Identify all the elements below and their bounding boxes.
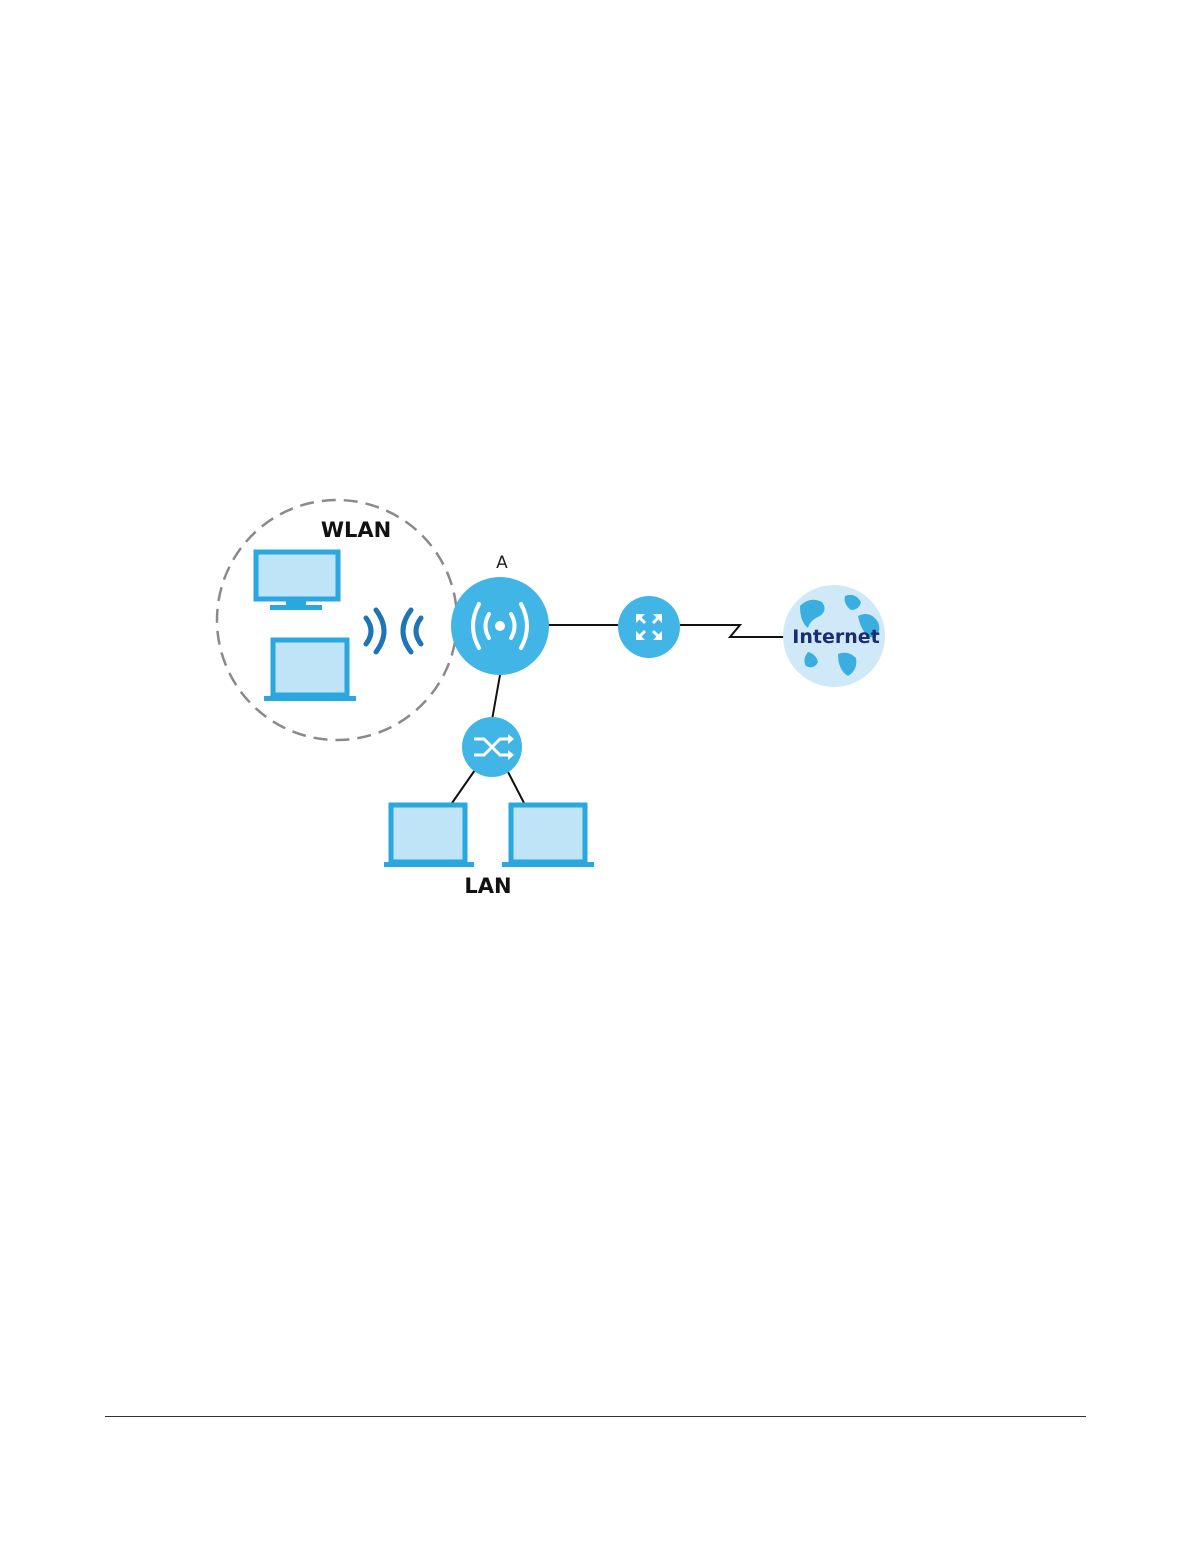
wireless-signal-icon	[366, 610, 421, 652]
internet-label: Internet	[792, 626, 879, 648]
link-router-internet	[680, 625, 785, 637]
laptop-icon	[502, 805, 594, 867]
footer-divider	[105, 1416, 1086, 1417]
link-ap-switch	[492, 675, 500, 720]
desktop-monitor-icon	[256, 552, 338, 610]
link-switch-laptop-right	[507, 770, 524, 803]
wifi-access-point-icon	[451, 577, 549, 675]
laptop-icon	[264, 640, 356, 701]
access-point-label: A	[496, 553, 508, 573]
lan-label: LAN	[464, 874, 511, 898]
router-icon	[618, 596, 680, 658]
link-switch-laptop-left	[452, 770, 475, 803]
switch-icon	[462, 717, 522, 777]
laptop-icon	[384, 805, 474, 867]
wlan-label: WLAN	[321, 518, 391, 542]
